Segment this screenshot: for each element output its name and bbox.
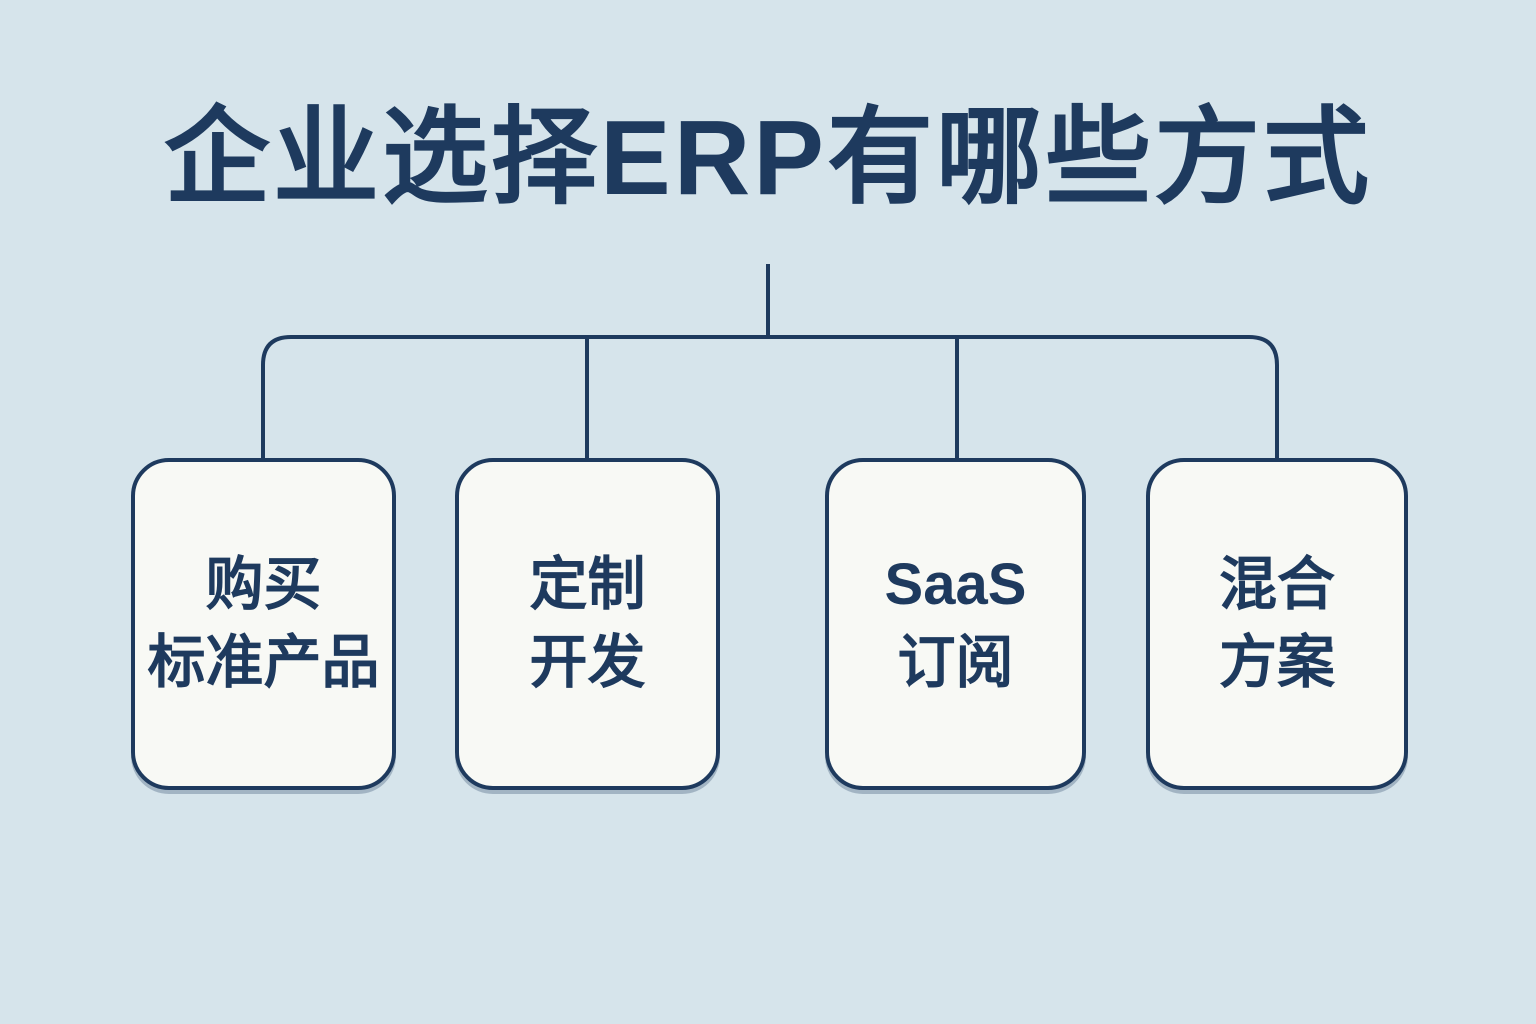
bracket-line [261,335,1279,460]
node-label-line: 购买 [205,552,322,618]
node-label-line: 开发 [529,630,646,695]
node-label-line: 定制 [529,552,646,618]
node-hybrid-solution: 混合 方案 [1146,458,1408,790]
node-saas-subscription: SaaS 订阅 [825,458,1086,790]
node-custom-development: 定制 开发 [455,458,720,790]
node-label-line: 订阅 [897,630,1014,695]
node-label-line: 混合 [1218,552,1335,618]
node-label-line: SaaS [884,552,1027,618]
diagram-title: 企业选择ERP有哪些方式 [164,99,1372,217]
node-buy-standard-product: 购买 标准产品 [131,458,396,790]
node-label-line: 方案 [1218,630,1335,695]
node-label-line: 标准产品 [147,630,380,695]
